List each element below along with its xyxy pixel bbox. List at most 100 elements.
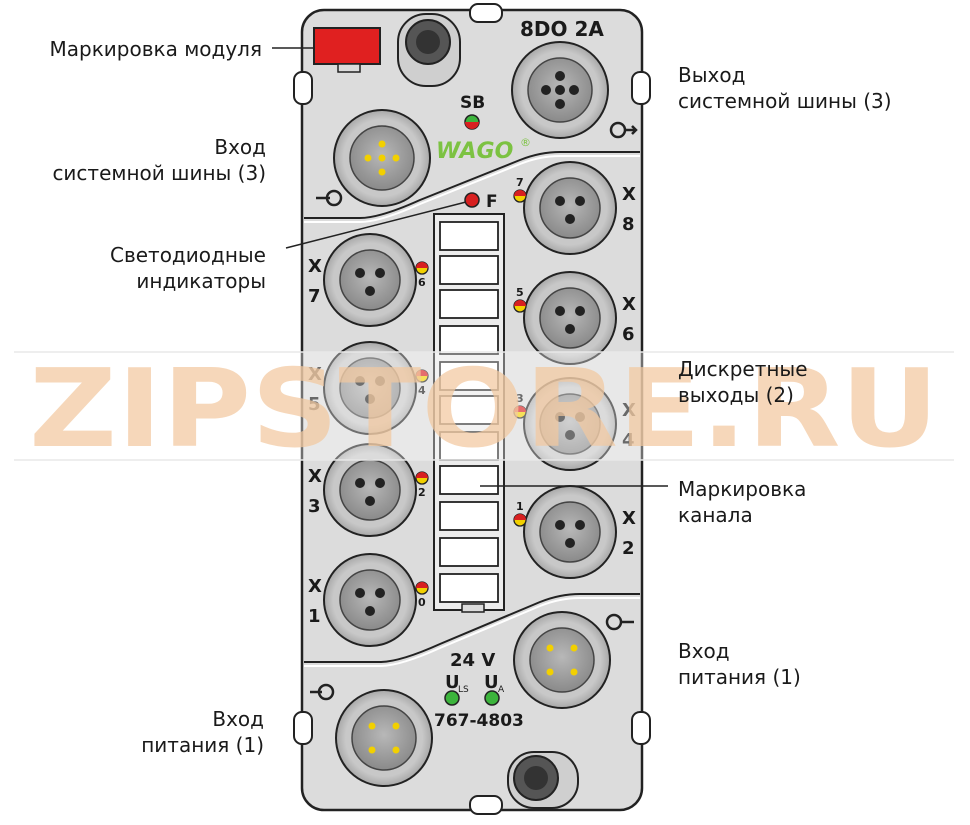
uls-led <box>444 690 460 706</box>
fault-led <box>464 192 480 208</box>
leader-lines <box>272 47 668 487</box>
port-x2: X 2 1 <box>513 485 636 579</box>
callout-bus-output-line1: Выход <box>678 63 746 87</box>
bus-input-symbol <box>316 189 343 207</box>
port-letter: X <box>308 364 322 385</box>
callout-channel-marking-line1: Маркировка <box>678 477 807 501</box>
power-input-connector-left <box>335 689 433 787</box>
port-letter: X <box>308 576 322 597</box>
callout-power-input-right-line2: питания (1) <box>678 665 801 689</box>
port-x7: X76 <box>308 233 429 327</box>
callout-leds: Светодиодные индикаторы <box>110 242 266 294</box>
power-input-connector-right <box>513 611 611 709</box>
bus-output-connector <box>511 41 609 139</box>
port-number: 4 <box>622 430 635 451</box>
channel-led <box>415 581 429 595</box>
channel-led-number: 6 <box>418 276 426 289</box>
port-number: 3 <box>308 496 321 517</box>
channel-marker-slot[interactable] <box>439 255 499 285</box>
ua-sub: A <box>498 685 505 695</box>
callout-channel-marking: Маркировка канала <box>678 476 806 528</box>
channel-led <box>513 299 527 313</box>
ua-led <box>484 690 500 706</box>
callout-leds-line1: Светодиодные <box>109 243 266 267</box>
port-number: 7 <box>308 286 321 307</box>
channel-marker-slot[interactable] <box>439 395 499 425</box>
callout-module-marking: Маркировка модуля <box>49 37 263 61</box>
channel-marker-slot[interactable] <box>439 325 499 355</box>
channel-marker-slot[interactable] <box>439 465 499 495</box>
callout-power-input-right: Вход питания (1) <box>678 638 801 690</box>
module-marker <box>313 27 381 65</box>
top-screw <box>397 13 461 87</box>
channel-marker-slot[interactable] <box>439 361 499 391</box>
port-x4: X43 <box>513 377 636 471</box>
bus-input-connector <box>333 109 431 207</box>
channel-marking-strip <box>433 213 505 613</box>
port-x3: X 3 2 <box>308 443 429 537</box>
callout-digital-outputs-line2: выходы (2) <box>678 383 794 407</box>
watermark-band <box>14 351 954 461</box>
channel-led-number: 5 <box>516 286 524 299</box>
channel-marker-slot[interactable] <box>439 221 499 251</box>
callout-power-input-left-line1: Вход <box>212 707 264 731</box>
channel-led-number: 2 <box>418 486 426 499</box>
channel-led <box>513 405 527 419</box>
bottom-screw <box>507 751 579 809</box>
port-number: 8 <box>622 214 635 235</box>
channel-marker-slot[interactable] <box>439 289 499 319</box>
channel-led-number: 3 <box>516 392 524 405</box>
channel-led-number: 7 <box>516 176 524 189</box>
sb-led <box>464 114 480 130</box>
port-number: 1 <box>308 606 321 627</box>
fault-label: F <box>486 192 498 212</box>
channel-marker-slot[interactable] <box>439 537 499 567</box>
port-letter: X <box>622 184 636 205</box>
port-number: 6 <box>622 324 635 345</box>
channel-led <box>513 189 527 203</box>
callout-digital-outputs: Дискретные выходы (2) <box>678 356 808 408</box>
channel-marker-slot[interactable] <box>439 501 499 531</box>
callout-channel-marking-line2: канала <box>678 503 753 527</box>
mounting-notches <box>293 3 651 815</box>
channel-led-number: 4 <box>418 384 426 397</box>
channel-led <box>513 513 527 527</box>
channel-led <box>415 261 429 275</box>
port-letter: X <box>622 508 636 529</box>
port-x6: X 6 5 <box>513 271 636 365</box>
watermark: ZIPSTORE.RU <box>29 347 939 472</box>
callout-power-input-left: Вход питания (1) <box>141 706 264 758</box>
power-input-symbol-left <box>310 683 335 701</box>
callout-bus-output: Выход системной шины (3) <box>678 62 892 114</box>
channel-marker-slot[interactable] <box>439 431 499 461</box>
callout-bus-input: Вход системной шины (3) <box>52 134 266 186</box>
voltage-label: 24 V <box>450 650 495 671</box>
callout-bus-input-line1: Вход <box>214 135 266 159</box>
callout-digital-outputs-line1: Дискретные <box>678 357 808 381</box>
model-label: 8DO 2A <box>520 17 604 41</box>
uls-label: U <box>445 672 460 693</box>
port-letter: X <box>308 466 322 487</box>
channel-led <box>415 369 429 383</box>
ua-label: U <box>484 672 499 693</box>
power-input-symbol-right <box>605 613 634 631</box>
divider-bottom <box>304 593 640 663</box>
callout-bus-output-line2: системной шины (3) <box>678 89 892 113</box>
channel-marker-slot[interactable] <box>439 573 499 603</box>
port-x8: X 8 7 <box>513 161 636 255</box>
port-number: 2 <box>622 538 635 559</box>
channel-led-number: 0 <box>418 596 426 609</box>
wago-registered: ® <box>520 136 531 149</box>
wago-logo: WAGO <box>436 139 513 164</box>
callout-bus-input-line2: системной шины (3) <box>52 161 266 185</box>
part-number: 767-4803 <box>434 711 524 731</box>
channel-led-number: 1 <box>516 500 524 513</box>
port-letter: X <box>622 294 636 315</box>
port-number: 5 <box>308 394 321 415</box>
uls-sub: LS <box>458 685 469 695</box>
port-x1: X 1 0 <box>308 553 429 647</box>
